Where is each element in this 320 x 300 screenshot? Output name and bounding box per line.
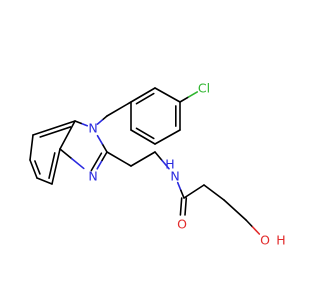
bond-c-k1: [183, 184, 205, 199]
bond-ring-a-2: [130, 129, 156, 145]
bond-ring-b-2: [29, 159, 38, 179]
bond-ring-b-4: [51, 148, 61, 185]
bond-k3-oh-b: [251, 226, 261, 235]
bond-k2-k3: [223, 199, 247, 221]
bond-ring-a-4: [130, 87, 156, 103]
bond-e2-nh-b: [161, 159, 170, 170]
bond-nh-c-a: [176, 181, 182, 192]
bond-e1-e2: [130, 151, 156, 167]
atom-labels: Cl N N N H O O H: [88, 81, 285, 248]
hydroxyl-hydrogen-label: H: [276, 233, 285, 248]
bond-ring-b-0: [32, 120, 76, 136]
bond-n3-c2-b: [101, 151, 108, 162]
benzimidazole-n3-label: N: [88, 169, 97, 184]
bond-ring-b-3: [36, 177, 53, 185]
bond-c5-ch2: [106, 101, 132, 117]
double-bond-ring-b-1: [39, 126, 72, 138]
bond-ring-b-1: [29, 134, 34, 161]
bond-k3-oh-a: [245, 219, 254, 228]
bond-n1-c7a-a: [80, 122, 89, 127]
bond-c3a-n3-a: [59, 148, 73, 160]
amide-nitrogen-label: N: [170, 169, 179, 184]
bond-ring-a-5: [154, 87, 181, 103]
bond-c-o-double-1: [179, 197, 183, 216]
double-bond-c2-n3: [90, 152, 103, 172]
bond-c7a-c3a: [59, 120, 76, 150]
bond-c2-n1-a: [101, 143, 108, 153]
benzimidazole-n1-label: N: [88, 121, 97, 136]
bond-n3-c2-a: [96, 159, 103, 170]
bond-c2-e1: [106, 151, 132, 167]
amide-hydrogen-label: H: [165, 157, 174, 172]
double-bond-ring-a-3: [135, 92, 155, 105]
bond-e2-nh-a: [154, 151, 163, 162]
double-bond-ring-b-3: [48, 152, 56, 179]
bond-c3a-n3-b: [71, 157, 85, 170]
bond-ch2-n1-a: [101, 115, 108, 121]
bond-nh-c-b: [180, 189, 185, 199]
bond-lines: [29, 87, 261, 235]
bond-k1-k2: [203, 184, 225, 201]
bond-c2-n1-b: [96, 134, 104, 145]
bond-ring-a-1: [154, 129, 181, 145]
carbonyl-oxygen-label: O: [177, 217, 187, 232]
chlorine-atom-label: Cl: [198, 81, 210, 96]
bond-ch2-n1-b: [96, 119, 104, 125]
bond-n1-c7a-b: [74, 120, 82, 125]
chemical-structure-diagram: Cl N N N H O O H: [29, 81, 286, 248]
double-bond-ring-a-2: [135, 127, 155, 140]
bond-c-o-double-2: [184, 197, 188, 216]
hydroxyl-oxygen-label: O: [260, 233, 270, 248]
bond-c-cl-a: [179, 96, 190, 103]
bond-c-cl-b: [187, 91, 199, 98]
double-bond-ring-b-2: [34, 160, 41, 175]
